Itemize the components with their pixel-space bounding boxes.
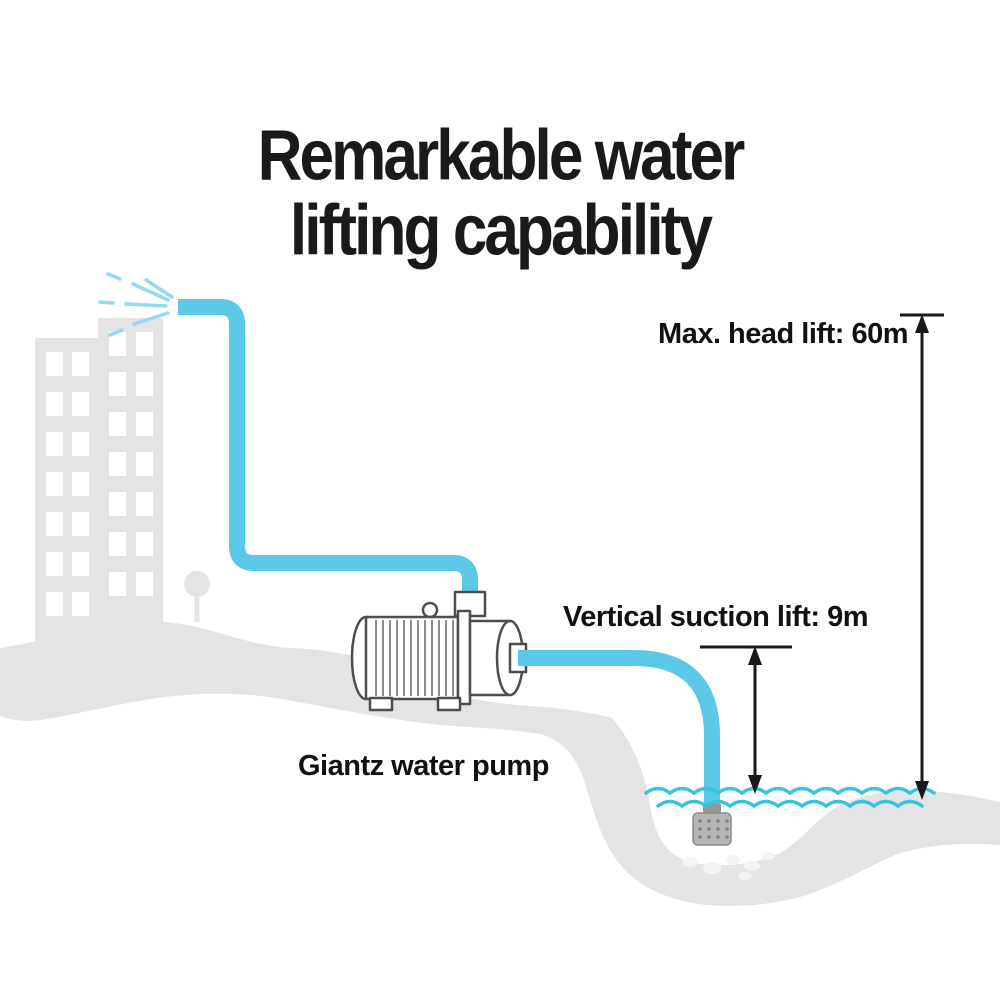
pump-flange: [456, 609, 472, 706]
building-silhouette: [35, 318, 163, 648]
suction-lift-label: Vertical suction lift: 9m: [563, 601, 868, 633]
pump-foot-left: [368, 696, 394, 712]
headline-line2: lifting capability: [289, 189, 713, 270]
building-windows: [46, 332, 153, 616]
water-pump-illustration: [350, 590, 528, 712]
suction-lift-arrow: [700, 645, 792, 794]
pebbles: [682, 852, 775, 880]
suction-pipe: [518, 650, 720, 812]
max-head-lift-label: Max. head lift: 60m: [658, 318, 908, 350]
spray-icon: [98, 272, 174, 337]
delivery-pipe: [178, 299, 478, 600]
foot-valve-strainer: [692, 804, 732, 846]
pump-motor-fins: [375, 620, 454, 696]
pump-caption: Giantz water pump: [298, 750, 549, 782]
water-surface: [644, 786, 936, 809]
headline: Remarkable water lifting capability: [15, 118, 985, 267]
pump-motor-body: [364, 615, 460, 701]
tree-icon: [184, 571, 210, 622]
ground-silhouette: [0, 621, 1000, 906]
max-head-lift-arrow: [900, 313, 944, 800]
pump-foot-right: [436, 696, 462, 712]
pump-lifting-eye: [421, 601, 439, 619]
headline-line1: Remarkable water: [257, 114, 746, 196]
strainer-holes: [698, 819, 729, 839]
